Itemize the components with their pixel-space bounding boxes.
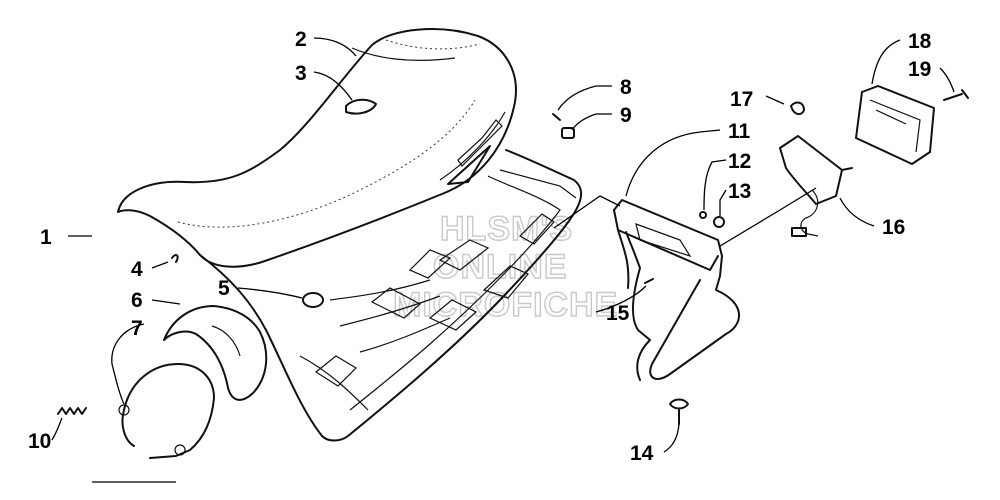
- callout-14: 14: [630, 442, 654, 465]
- callout-9: 9: [620, 104, 632, 127]
- callout-18: 18: [908, 30, 932, 53]
- screw: [552, 113, 561, 121]
- spring: [57, 407, 87, 415]
- washer: [699, 211, 707, 219]
- watermark-line-1: HLSM'S: [440, 210, 573, 248]
- callout-15: 15: [606, 302, 630, 325]
- callout-6: 6: [131, 289, 143, 312]
- callout-3: 3: [295, 62, 307, 85]
- callout-17: 17: [730, 88, 753, 111]
- tail-light-lens: [855, 85, 935, 165]
- lens-screw: [943, 89, 969, 101]
- grab-bar: [613, 199, 740, 381]
- callout-labels: 1 2 3 4 5 6 7 8 9 10 11 12 13 14 15 16 1…: [28, 28, 932, 465]
- seat-emblem: [345, 98, 377, 115]
- bumper-pad: [302, 292, 324, 308]
- nut: [713, 216, 725, 228]
- callout-16: 16: [882, 216, 905, 239]
- leader-lines: [51, 37, 955, 453]
- retaining-band: [118, 363, 215, 459]
- callout-12: 12: [728, 150, 751, 173]
- callout-13: 13: [728, 180, 751, 203]
- callout-1: 1: [40, 226, 52, 249]
- tail-light-housing: [779, 135, 853, 237]
- side-cover: [163, 305, 268, 401]
- small-clip: [171, 254, 179, 263]
- callout-8: 8: [620, 76, 632, 99]
- callout-4: 4: [131, 258, 143, 281]
- seat-base: [199, 149, 582, 442]
- grommet: [561, 127, 575, 139]
- rack-screw: [644, 278, 654, 284]
- callout-5: 5: [218, 277, 230, 300]
- bulb: [790, 101, 805, 116]
- callout-10: 10: [28, 430, 51, 453]
- callout-19: 19: [908, 58, 931, 81]
- bottom-fastener: [669, 398, 689, 425]
- callout-7: 7: [131, 317, 143, 340]
- callout-2: 2: [295, 28, 307, 51]
- watermark-line-3: MICROFICHE: [393, 286, 618, 324]
- callout-11: 11: [728, 120, 751, 143]
- watermark: HLSM'S ONLINE MICROFICHE: [392, 209, 618, 324]
